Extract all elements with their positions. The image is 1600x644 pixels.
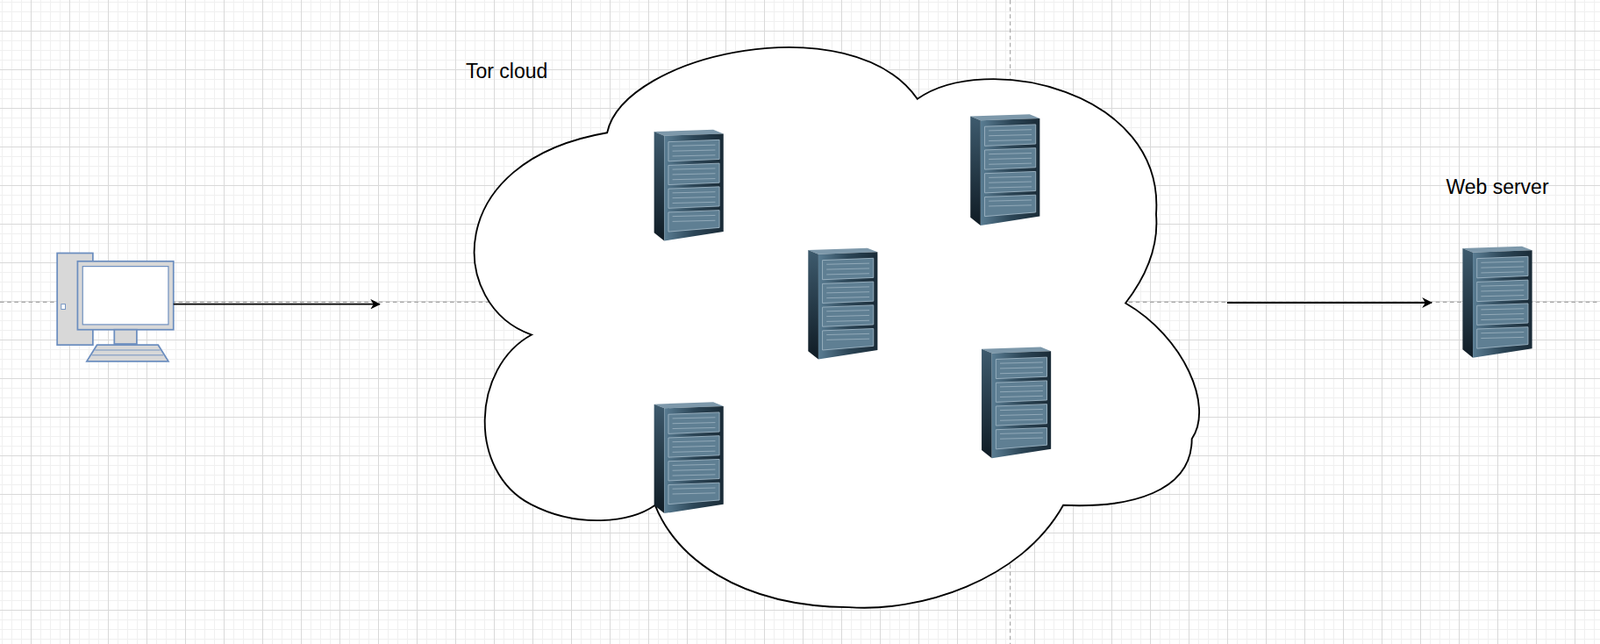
flow-arrow — [1227, 301, 1432, 304]
server-icon — [1460, 242, 1535, 360]
input-arrow — [173, 303, 380, 306]
relay-servers — [654, 114, 1051, 514]
node-label: Web server — [1445, 175, 1549, 200]
node-label: Tor cloud — [465, 59, 548, 85]
computer-icon — [57, 252, 174, 361]
cloud-region: Tor cloud — [452, 27, 1196, 608]
cloud-outline — [474, 47, 1200, 608]
web-server: Web server — [1435, 171, 1560, 365]
